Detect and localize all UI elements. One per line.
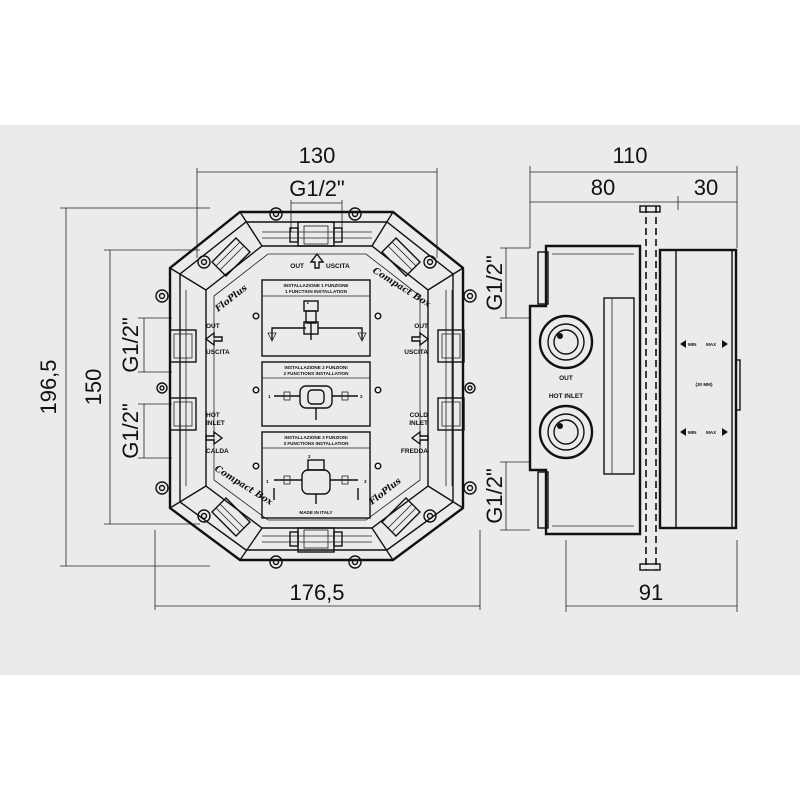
svg-text:1: 1 [306, 300, 309, 305]
dim-side-thread-lower: G1/2" [482, 468, 507, 524]
dim-side-30: 30 [694, 175, 718, 200]
label-top-out: OUT [290, 263, 304, 270]
svg-text:3: 3 [364, 479, 367, 484]
side-min-upper: MIN [688, 342, 697, 347]
panel2-line1: INSTALLAZIONE 2 FUNZIONI [284, 365, 347, 370]
side-label-out: OUT [559, 375, 573, 382]
label-left-inlet: INLET [206, 420, 225, 427]
side-max-upper: MAX [706, 342, 717, 347]
dim-side-thread-upper: G1/2" [482, 255, 507, 311]
side-label-hot-inlet: HOT INLET [549, 393, 583, 400]
label-right-cold: COLD [410, 412, 429, 419]
dim-left-150: 150 [81, 369, 106, 406]
label-left-hot: HOT [206, 412, 220, 419]
svg-text:2: 2 [360, 394, 363, 399]
panel3-line1: INSTALLAZIONE 3 FUNZIONI [284, 435, 347, 440]
label-left-calda: CALDA [206, 448, 229, 455]
panel1-line1: INSTALLAZIONE 1 FUNZIONE [284, 283, 349, 288]
panel3-line2: 3 FUNCTIONS INSTALLATION [284, 441, 350, 446]
brand-text-b-top: FloPlus [213, 283, 250, 315]
label-left-uscita: USCITA [206, 349, 230, 356]
dim-left-1965: 196,5 [36, 359, 61, 414]
svg-text:1: 1 [268, 394, 271, 399]
brand-text-a-top: Compact Box [370, 266, 432, 310]
svg-text:1: 1 [266, 479, 269, 484]
svg-text:2: 2 [308, 454, 311, 459]
dim-bottom-1765: 176,5 [289, 580, 344, 605]
brand-text-b-bottom: FloPlus [367, 476, 404, 508]
label-right-out: OUT [414, 323, 428, 330]
label-left-out: OUT [206, 323, 220, 330]
dim-left-thread-upper: G1/2" [118, 317, 143, 373]
dim-top-130: 130 [299, 143, 336, 168]
min-max-lower: MIN MAX [680, 428, 728, 436]
instruction-panel-3: INSTALLAZIONE 3 FUNZIONI 3 FUNCTIONS INS… [261, 431, 371, 519]
side-min-lower: MIN [688, 430, 697, 435]
dim-left-thread-lower: G1/2" [118, 403, 143, 459]
dim-side-110: 110 [612, 143, 647, 168]
side-dimensions: 110 80 30 G1/2" G1/2" 91 [482, 143, 738, 612]
dim-side-91: 91 [639, 580, 663, 605]
label-right-fredda: FREDDA [401, 448, 428, 455]
side-thirty-mm: (30 MM) [695, 382, 713, 387]
label-right-inlet: INLET [409, 420, 428, 427]
label-top-uscita: USCITA [326, 263, 350, 270]
side-max-lower: MAX [706, 430, 717, 435]
dim-side-80: 80 [591, 175, 615, 200]
panel3-made-in: MADE IN ITALY [299, 510, 332, 515]
instruction-panel-1: INSTALLAZIONE 1 FUNZIONE 1 FUNCTION INST… [261, 279, 371, 357]
side-view-body: OUT HOT INLET MIN MAX (30 MM) MIN MAX [528, 205, 741, 571]
panel1-line2: 1 FUNCTION INSTALLATION [285, 289, 348, 294]
front-dimensions: 130 G1/2" 196,5 150 G1/2" G1/2" 176,5 [36, 143, 481, 610]
dim-top-thread: G1/2" [289, 176, 345, 201]
panel2-line2: 2 FUNCTIONS INSTALLATION [284, 371, 350, 376]
min-max-upper: MIN MAX [680, 340, 728, 348]
label-right-uscita: USCITA [404, 349, 428, 356]
instruction-panel-2: INSTALLAZIONE 2 FUNZIONI 2 FUNCTIONS INS… [261, 361, 371, 427]
